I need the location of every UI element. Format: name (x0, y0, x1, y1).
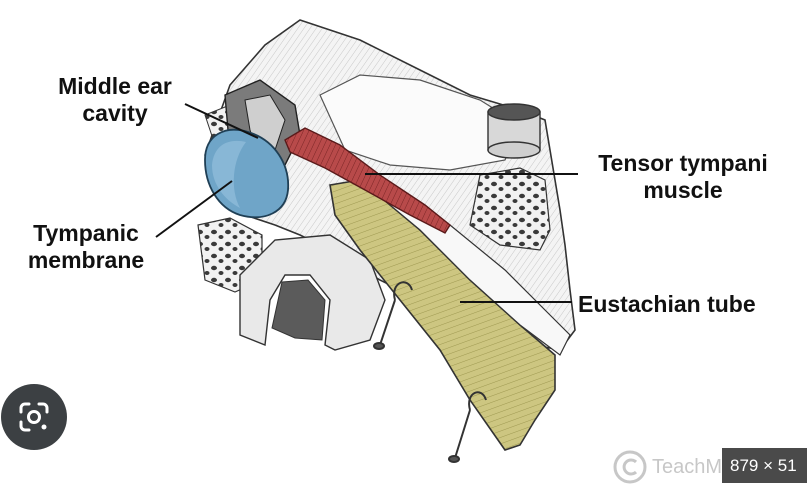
membrane-shading (212, 140, 246, 208)
lower-cavity-shadow (271, 279, 326, 341)
label-middle-ear-line1: Middle ear (58, 73, 172, 99)
label-tympanic-line1: Tympanic (33, 220, 139, 246)
hook-upper (373, 281, 413, 350)
label-tensor-line1: Tensor tympani (598, 150, 768, 176)
leader-tympanic (155, 180, 233, 238)
label-tympanic-line2: membrane (27, 247, 145, 273)
label-tensor-line2: muscle (643, 177, 723, 203)
label-middle-ear-line2: cavity (82, 100, 148, 126)
google-lens-icon (19, 402, 49, 432)
lower-arch (239, 234, 386, 351)
leader-middle-ear (184, 103, 259, 139)
label-eustachian-tube: Eustachian tube (578, 291, 756, 317)
label-tensor-tympani: Tensor tympani muscle (578, 150, 788, 204)
label-tympanic-membrane: Tympanic membrane (6, 220, 166, 274)
canal-cylinder (487, 103, 541, 159)
mastoid-cells-right (469, 167, 551, 251)
image-size-badge: 879 × 51 (722, 448, 807, 483)
watermark-text: TeachMe (652, 455, 734, 478)
google-lens-button[interactable] (1, 384, 67, 450)
label-middle-ear-cavity: Middle ear cavity (40, 73, 190, 127)
copyright-circle-icon (613, 450, 647, 484)
hook-lower (448, 391, 487, 463)
watermark: TeachMe (612, 447, 733, 487)
tensor-tympani-shape (284, 127, 451, 234)
